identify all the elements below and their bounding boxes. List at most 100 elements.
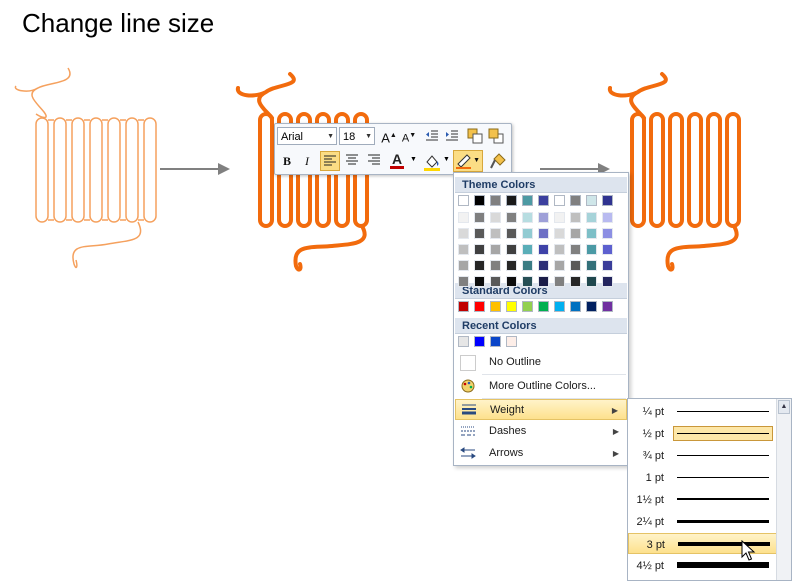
- color-swatch[interactable]: [602, 195, 613, 206]
- format-painter-icon[interactable]: [489, 152, 507, 170]
- color-swatch[interactable]: [586, 195, 597, 206]
- color-swatch[interactable]: [570, 228, 581, 239]
- color-swatch[interactable]: [506, 276, 517, 287]
- color-swatch[interactable]: [602, 244, 613, 255]
- grow-font-button[interactable]: A▲: [381, 130, 397, 146]
- color-swatch[interactable]: [586, 301, 597, 312]
- color-swatch[interactable]: [538, 244, 549, 255]
- color-swatch[interactable]: [522, 260, 533, 271]
- color-swatch[interactable]: [490, 336, 501, 347]
- color-swatch[interactable]: [522, 228, 533, 239]
- color-swatch[interactable]: [458, 228, 469, 239]
- chevron-down-icon[interactable]: ▼: [410, 156, 417, 163]
- color-swatch[interactable]: [458, 260, 469, 271]
- decrease-indent-icon[interactable]: [425, 129, 439, 143]
- color-swatch[interactable]: [506, 244, 517, 255]
- fill-color-icon[interactable]: [423, 152, 441, 172]
- color-swatch[interactable]: [490, 195, 501, 206]
- increase-indent-icon[interactable]: [445, 129, 459, 143]
- receptor-shape-result[interactable]: [604, 68, 764, 278]
- color-swatch[interactable]: [490, 244, 501, 255]
- color-swatch[interactable]: [474, 276, 485, 287]
- arrows-item[interactable]: Arrows ▶: [455, 443, 627, 464]
- color-swatch[interactable]: [522, 276, 533, 287]
- color-swatch[interactable]: [538, 195, 549, 206]
- color-swatch[interactable]: [602, 212, 613, 223]
- bring-forward-icon[interactable]: [467, 128, 483, 144]
- weight-option[interactable]: ¼ pt: [628, 401, 778, 422]
- color-swatch[interactable]: [602, 301, 613, 312]
- weight-option[interactable]: 1½ pt: [628, 489, 778, 510]
- chevron-down-icon[interactable]: ▼: [443, 156, 450, 163]
- color-swatch[interactable]: [490, 228, 501, 239]
- weight-option[interactable]: 2¼ pt: [628, 511, 778, 532]
- color-swatch[interactable]: [554, 212, 565, 223]
- color-swatch[interactable]: [458, 212, 469, 223]
- color-swatch[interactable]: [490, 301, 501, 312]
- color-swatch[interactable]: [474, 244, 485, 255]
- color-swatch[interactable]: [602, 228, 613, 239]
- color-swatch[interactable]: [586, 244, 597, 255]
- weight-option[interactable]: ¾ pt: [628, 445, 778, 466]
- color-swatch[interactable]: [458, 276, 469, 287]
- color-swatch[interactable]: [474, 195, 485, 206]
- color-swatch[interactable]: [570, 260, 581, 271]
- italic-button[interactable]: I: [305, 154, 309, 168]
- color-swatch[interactable]: [554, 301, 565, 312]
- font-color-button[interactable]: A: [387, 149, 407, 169]
- color-swatch[interactable]: [602, 260, 613, 271]
- color-swatch[interactable]: [570, 301, 581, 312]
- color-swatch[interactable]: [538, 228, 549, 239]
- color-swatch[interactable]: [506, 195, 517, 206]
- color-swatch[interactable]: [538, 301, 549, 312]
- color-swatch[interactable]: [586, 260, 597, 271]
- color-swatch[interactable]: [586, 276, 597, 287]
- send-backward-icon[interactable]: [488, 128, 504, 144]
- color-swatch[interactable]: [522, 301, 533, 312]
- bold-button[interactable]: B: [282, 154, 291, 168]
- color-swatch[interactable]: [522, 244, 533, 255]
- align-right-button[interactable]: [364, 151, 384, 171]
- shape-outline-button[interactable]: ▼: [453, 150, 483, 172]
- color-swatch[interactable]: [586, 212, 597, 223]
- color-swatch[interactable]: [522, 195, 533, 206]
- color-swatch[interactable]: [474, 301, 485, 312]
- color-swatch[interactable]: [554, 260, 565, 271]
- color-swatch[interactable]: [458, 336, 469, 347]
- color-swatch[interactable]: [602, 276, 613, 287]
- color-swatch[interactable]: [458, 244, 469, 255]
- color-swatch[interactable]: [506, 212, 517, 223]
- weight-item[interactable]: Weight ▶: [455, 399, 627, 420]
- align-center-button[interactable]: [342, 151, 362, 171]
- color-swatch[interactable]: [554, 228, 565, 239]
- color-swatch[interactable]: [458, 195, 469, 206]
- color-swatch[interactable]: [458, 301, 469, 312]
- color-swatch[interactable]: [506, 228, 517, 239]
- color-swatch[interactable]: [554, 276, 565, 287]
- no-outline-item[interactable]: No Outline: [455, 352, 627, 373]
- color-swatch[interactable]: [522, 212, 533, 223]
- color-swatch[interactable]: [554, 244, 565, 255]
- scroll-up-icon[interactable]: ▲: [778, 400, 790, 414]
- color-swatch[interactable]: [474, 260, 485, 271]
- color-swatch[interactable]: [490, 260, 501, 271]
- color-swatch[interactable]: [570, 276, 581, 287]
- color-swatch[interactable]: [570, 212, 581, 223]
- color-swatch[interactable]: [538, 260, 549, 271]
- color-swatch[interactable]: [570, 244, 581, 255]
- color-swatch[interactable]: [506, 301, 517, 312]
- dashes-item[interactable]: Dashes ▶: [455, 421, 627, 442]
- color-swatch[interactable]: [474, 212, 485, 223]
- weight-option[interactable]: ½ pt: [628, 423, 778, 444]
- align-left-button[interactable]: [320, 151, 340, 171]
- color-swatch[interactable]: [506, 260, 517, 271]
- color-swatch[interactable]: [474, 228, 485, 239]
- more-outline-colors-item[interactable]: More Outline Colors...: [455, 376, 627, 397]
- weight-submenu-scrollbar[interactable]: ▲: [776, 399, 791, 580]
- weight-option[interactable]: 4½ pt: [628, 555, 778, 576]
- font-size-select[interactable]: 18▼: [339, 127, 375, 145]
- shrink-font-button[interactable]: A▼: [401, 132, 417, 145]
- color-swatch[interactable]: [586, 228, 597, 239]
- font-name-select[interactable]: Arial▼: [277, 127, 337, 145]
- color-swatch[interactable]: [490, 212, 501, 223]
